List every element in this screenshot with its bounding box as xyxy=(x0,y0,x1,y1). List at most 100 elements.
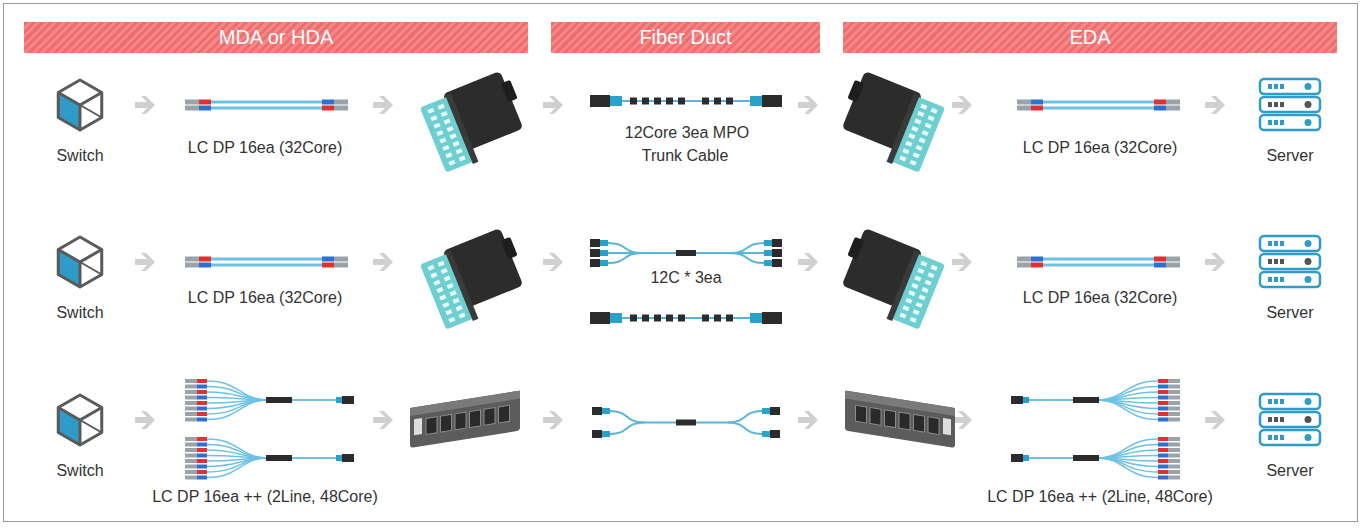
lc-boot xyxy=(1031,257,1043,262)
cassette-port xyxy=(427,265,434,271)
lc-connector xyxy=(1168,443,1180,447)
cassette-port xyxy=(456,305,463,311)
mpo-cassette xyxy=(418,226,534,332)
server-button xyxy=(1305,398,1312,405)
lc-boot xyxy=(197,379,207,383)
mda-side xyxy=(185,69,534,175)
cassette-tab xyxy=(501,80,518,102)
lc-connector xyxy=(1168,396,1180,400)
cable-spec-wrap: LC DP 16ea ++ (2Line, 48Core) xyxy=(105,485,425,508)
cassette-port xyxy=(905,298,912,304)
flow-arrow xyxy=(798,96,818,114)
cable-band xyxy=(630,315,637,322)
lc-boot xyxy=(197,412,207,416)
mpo-connector xyxy=(592,430,602,438)
device-node: Switch xyxy=(30,147,130,169)
mpo-boot xyxy=(1023,397,1029,403)
lc-connector xyxy=(185,465,197,469)
lc-connector xyxy=(185,459,197,463)
cassette-port xyxy=(917,268,924,274)
cable-band xyxy=(666,315,673,322)
cable-spec-wrap: LC DP 16ea (32Core) xyxy=(950,136,1250,159)
lc-connector xyxy=(1168,401,1180,405)
adapter-panel xyxy=(845,391,955,448)
fiber xyxy=(292,399,336,401)
cable-band xyxy=(702,315,709,322)
cable-spec-label: LC DP 16ea (32Core) xyxy=(186,139,344,156)
device-node: Switch xyxy=(30,462,130,484)
fiber xyxy=(207,458,268,478)
fiber xyxy=(292,457,336,459)
switch-edge xyxy=(79,262,82,287)
fiber xyxy=(1043,101,1154,104)
fiber xyxy=(207,381,268,400)
fiber xyxy=(1097,439,1158,458)
flow-arrow xyxy=(1205,96,1225,114)
cassette-port xyxy=(438,104,445,110)
lc-connector xyxy=(334,257,348,262)
cassette-port xyxy=(911,126,918,132)
server-button xyxy=(1305,416,1312,423)
mpo-boot xyxy=(336,455,342,461)
cable-spec-label: LC DP 16ea ++ (2Line, 48Core) xyxy=(985,488,1215,505)
cassette-port xyxy=(444,276,451,282)
panel-port xyxy=(928,417,939,435)
mpo-boot xyxy=(762,431,770,437)
cable-spec-label: LC DP 16ea (32Core) xyxy=(186,289,344,306)
mpo-boot xyxy=(600,250,608,256)
cassette-rim xyxy=(887,250,920,321)
cassette-port xyxy=(916,302,923,308)
lc-connector xyxy=(185,106,199,111)
lc-connector xyxy=(185,437,197,441)
server-button xyxy=(1305,258,1312,265)
cassette-port xyxy=(908,133,915,139)
server-led xyxy=(1268,277,1272,282)
mpo-connector xyxy=(772,259,782,267)
flow-arrow xyxy=(373,253,393,271)
server-led xyxy=(1274,417,1278,422)
lc-connector xyxy=(185,454,197,458)
panel-port xyxy=(455,412,466,430)
fiber xyxy=(1097,400,1158,414)
cassette-rim xyxy=(445,93,478,164)
fiber xyxy=(1097,458,1158,472)
server-button xyxy=(1305,83,1312,90)
panel-port xyxy=(484,408,495,426)
fiber xyxy=(1043,107,1154,110)
cable-band xyxy=(676,420,696,426)
panel-port xyxy=(885,410,896,428)
device-node: Server xyxy=(1240,147,1340,169)
mpo-connector xyxy=(590,312,610,324)
lc-boot xyxy=(1154,106,1166,111)
fiber xyxy=(1097,392,1158,400)
cassette-port xyxy=(914,276,921,282)
cable-spec-label: 12C * 3ea xyxy=(648,269,723,286)
lc-boot xyxy=(1158,396,1168,400)
lc-boot xyxy=(1031,100,1043,105)
mpo-connector xyxy=(762,312,782,324)
cassette-port xyxy=(914,119,921,125)
lc-connector xyxy=(185,379,197,383)
server-unit xyxy=(1260,115,1320,130)
cable-band xyxy=(654,315,661,322)
mpo-connector xyxy=(342,396,354,404)
server-led xyxy=(1274,102,1278,107)
panel-port xyxy=(470,410,481,428)
cassette-port xyxy=(433,123,440,129)
eda-side xyxy=(845,379,1180,480)
lc-boot xyxy=(199,106,211,111)
panel-port xyxy=(499,405,510,423)
adapter-panel xyxy=(410,391,520,448)
server-led xyxy=(1280,259,1284,264)
lc-connector xyxy=(1168,418,1180,422)
lc-boot xyxy=(197,443,207,447)
server-unit xyxy=(1260,236,1320,251)
server-button xyxy=(1305,434,1312,441)
server-led xyxy=(1268,259,1272,264)
breakout-sleeve xyxy=(266,397,292,403)
eda-side xyxy=(831,226,1180,332)
zone-band: MDA or HDA xyxy=(24,22,528,53)
cassette-port xyxy=(913,309,920,315)
cassette-port xyxy=(430,115,437,121)
lc-connector xyxy=(1168,470,1180,474)
